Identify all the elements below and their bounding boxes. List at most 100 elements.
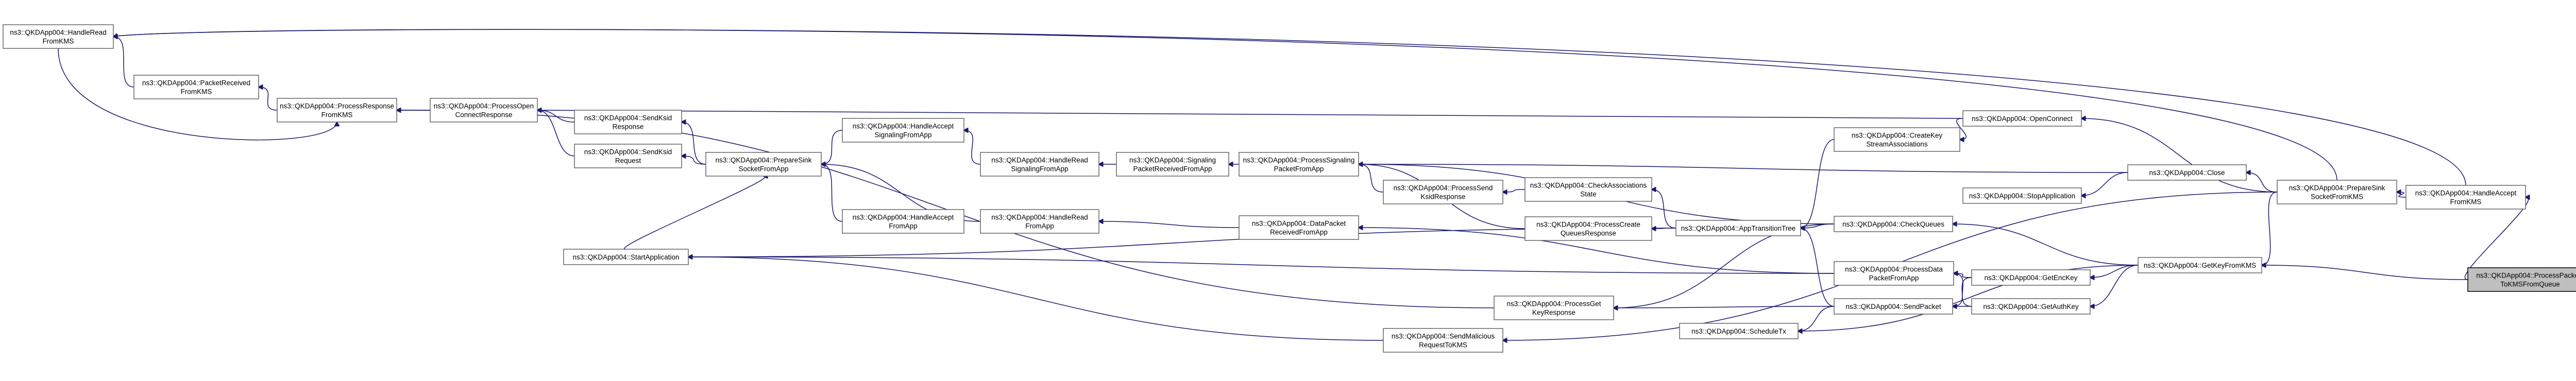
node-box: [1675, 220, 1801, 236]
function-node[interactable]: ns3::QKDApp004::ScheduleTx: [1679, 323, 1799, 339]
node-label: ns3::QKDApp004::ProcessResponse: [280, 102, 394, 110]
call-edge: [688, 257, 1384, 341]
call-edge: [1956, 118, 1967, 140]
function-node[interactable]: ns3::QKDApp004::HandleAcceptSignalingFro…: [842, 118, 964, 143]
node-box: [842, 118, 964, 143]
node-box: [2405, 185, 2526, 210]
function-node[interactable]: ns3::QKDApp004::StartApplication: [563, 249, 689, 265]
function-node[interactable]: ns3::QKDApp004::SendPacket: [1834, 298, 1953, 315]
node-box: [2127, 164, 2247, 181]
node-label: QueuesResponse: [1561, 230, 1616, 237]
node-box: [1971, 269, 2091, 286]
node-box: [842, 209, 964, 234]
call-nodes: ns3::QKDApp004::HandleReadFromKMSns3::QK…: [3, 24, 2576, 353]
node-label: Response: [613, 123, 644, 131]
call-edge: [624, 176, 765, 250]
function-node[interactable]: ns3::QKDApp004::OpenConnect: [1962, 110, 2082, 127]
function-node[interactable]: ns3::QKDApp004::StopApplication: [1962, 187, 2082, 204]
node-label: ns3::QKDApp004::ProcessSend: [1394, 184, 1493, 192]
call-edge: [537, 110, 1963, 119]
node-label: KsidResponse: [1420, 193, 1465, 201]
function-node[interactable]: ns3::QKDApp004::CreateKeyStreamAssociati…: [1834, 127, 1960, 152]
function-node[interactable]: ns3::QKDApp004::GetAuthKey: [1971, 298, 2091, 315]
node-box: [1239, 215, 1359, 240]
node-box: [1524, 216, 1652, 241]
node-label: SignalingFromApp: [1011, 165, 1068, 173]
call-edge: [688, 257, 1835, 274]
function-node[interactable]: ns3::QKDApp004::AppTransitionTree: [1675, 220, 1801, 236]
call-edge: [1798, 265, 2139, 331]
node-box: [1383, 328, 1503, 353]
call-edge: [821, 164, 843, 222]
node-box: [1383, 180, 1503, 204]
function-node[interactable]: ns3::QKDApp004::ProcessSignalingPacketFr…: [1239, 152, 1359, 177]
node-box: [1494, 296, 1614, 320]
function-node[interactable]: ns3::QKDApp004::GetKeyFromKMS: [2138, 257, 2262, 273]
node-label: ConnectResponse: [455, 111, 512, 119]
call-edge: [1798, 306, 1835, 331]
node-label: ns3::QKDApp004::ProcessGet: [1506, 300, 1601, 308]
call-edge: [2090, 265, 2139, 306]
node-label: PacketFromApp: [1274, 165, 1324, 173]
node-label: FromApp: [1025, 222, 1054, 230]
node-label: ns3::QKDApp004::DataPacket: [1252, 220, 1346, 228]
call-edge: [1099, 221, 1240, 228]
function-node[interactable]: ns3::QKDApp004::ProcessCreateQueuesRespo…: [1524, 216, 1652, 241]
call-edge: [537, 110, 575, 157]
function-node[interactable]: ns3::QKDApp004::CheckQueues: [1834, 216, 1953, 232]
node-label: ns3::QKDApp004::CheckAssociations: [1530, 182, 1647, 189]
function-node[interactable]: ns3::QKDApp004::Close: [2127, 164, 2247, 181]
node-box: [133, 75, 259, 99]
function-node[interactable]: ns3::QKDApp004::ProcessPacketsToKMSFromQ…: [2467, 267, 2576, 292]
call-edge: [2262, 265, 2468, 280]
node-box: [705, 152, 822, 177]
node-label: State: [1580, 190, 1597, 198]
function-node[interactable]: ns3::QKDApp004::SendMaliciousRequestToKM…: [1383, 328, 1503, 353]
call-edge: [2246, 172, 2278, 193]
call-edge: [1801, 228, 1835, 307]
node-label: ns3::QKDApp004::StartApplication: [572, 253, 679, 261]
call-edge: [1954, 273, 1972, 307]
node-box: [563, 249, 689, 265]
function-node[interactable]: ns3::QKDApp004::ProcessOpenConnectRespon…: [430, 98, 538, 123]
node-label: PacketReceivedFromApp: [1133, 165, 1212, 173]
node-label: ns3::QKDApp004::Close: [2149, 169, 2225, 177]
node-label: ns3::QKDApp004::SendKsid: [584, 114, 672, 122]
call-edge: [682, 122, 706, 165]
node-box: [1239, 152, 1359, 177]
call-edge: [821, 130, 843, 164]
node-label: SocketFromApp: [739, 165, 789, 173]
node-label: ns3::QKDApp004::OpenConnect: [1972, 115, 2073, 123]
call-edge: [2262, 192, 2278, 265]
node-label: ns3::QKDApp004::StopApplication: [1969, 192, 2075, 200]
node-box: [1116, 152, 1229, 177]
node-label: StreamAssociations: [1866, 141, 1928, 148]
node-label: ns3::QKDApp004::ProcessSignaling: [1243, 157, 1355, 164]
node-box: [1679, 323, 1799, 339]
function-node[interactable]: ns3::QKDApp004::HandleReadSignalingFromA…: [980, 152, 1099, 177]
call-edge: [688, 228, 1676, 257]
node-box: [1834, 298, 1953, 315]
node-box: [277, 98, 397, 123]
call-edge: [1359, 228, 1835, 274]
node-box: [2277, 180, 2397, 204]
node-box: [430, 98, 538, 123]
function-node[interactable]: ns3::QKDApp004::DataPacketReceivedFromAp…: [1239, 215, 1359, 240]
function-node[interactable]: ns3::QKDApp004::SignalingPacketReceivedF…: [1116, 152, 1229, 177]
node-box: [1962, 110, 2082, 127]
function-node[interactable]: ns3::QKDApp004::GetEncKey: [1971, 269, 2091, 286]
